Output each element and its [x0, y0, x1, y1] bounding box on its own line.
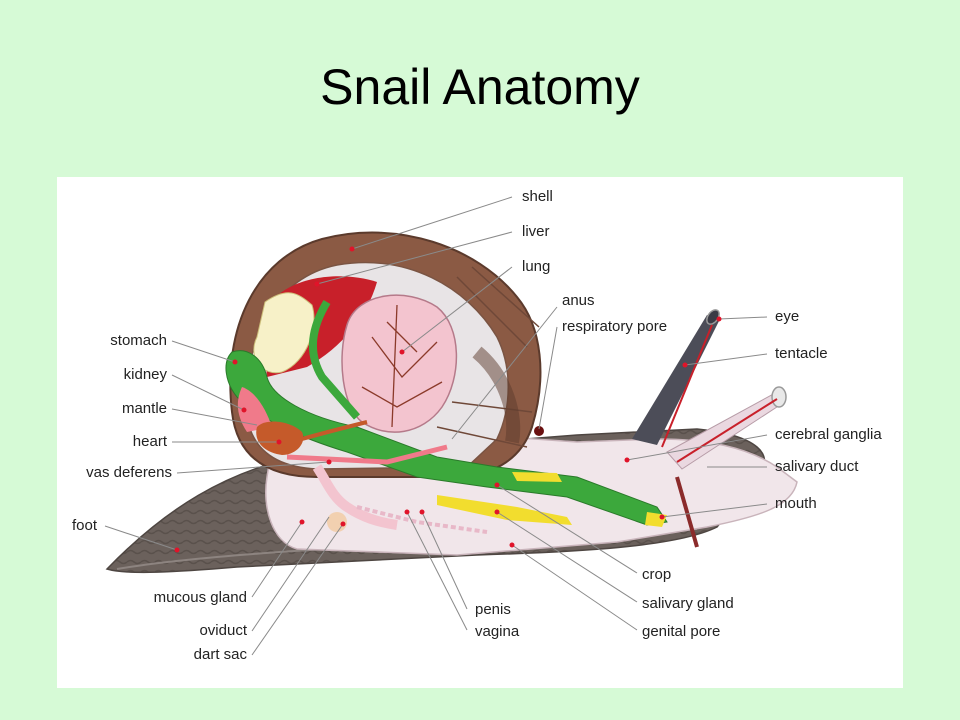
label-vagina: vagina	[475, 623, 520, 640]
label-penis: penis	[475, 601, 511, 618]
label-genital-pore: genital pore	[642, 623, 720, 640]
label-crop: crop	[642, 566, 671, 583]
label-mucous-gland: mucous gland	[154, 589, 247, 606]
label-dart-sac: dart sac	[194, 646, 248, 663]
label-kidney: kidney	[124, 366, 168, 383]
marker-dots	[174, 246, 722, 553]
label-eye: eye	[775, 308, 799, 325]
slide-title: Snail Anatomy	[320, 59, 640, 115]
label-shell: shell	[522, 188, 553, 205]
label-oviduct: oviduct	[199, 622, 247, 639]
label-tentacle: tentacle	[775, 345, 828, 362]
heart-shape	[256, 421, 304, 455]
label-salivary-gland: salivary gland	[642, 595, 734, 612]
label-mouth: mouth	[775, 495, 817, 512]
label-vas-deferens: vas deferens	[86, 464, 172, 481]
label-cerebral-ganglia: cerebral ganglia	[775, 426, 882, 443]
label-lung: lung	[522, 258, 550, 275]
kidney-shape	[237, 387, 272, 432]
label-liver: liver	[522, 223, 550, 240]
diagram-panel: shell liver lung anus respiratory pore e…	[57, 177, 903, 688]
label-mantle: mantle	[122, 400, 167, 417]
label-respiratory-pore: respiratory pore	[562, 318, 667, 335]
salivary-gland-shape	[437, 495, 572, 525]
lung-shape	[341, 294, 458, 433]
label-salivary-duct: salivary duct	[775, 458, 859, 475]
upper-tentacle	[632, 315, 719, 445]
label-foot: foot	[72, 517, 98, 534]
reproductive-organs	[312, 464, 398, 530]
snail-diagram: shell liver lung anus respiratory pore e…	[72, 188, 882, 663]
label-stomach: stomach	[110, 332, 167, 349]
label-heart: heart	[133, 433, 168, 450]
leader-lines	[104, 196, 768, 656]
label-anus: anus	[562, 292, 595, 309]
